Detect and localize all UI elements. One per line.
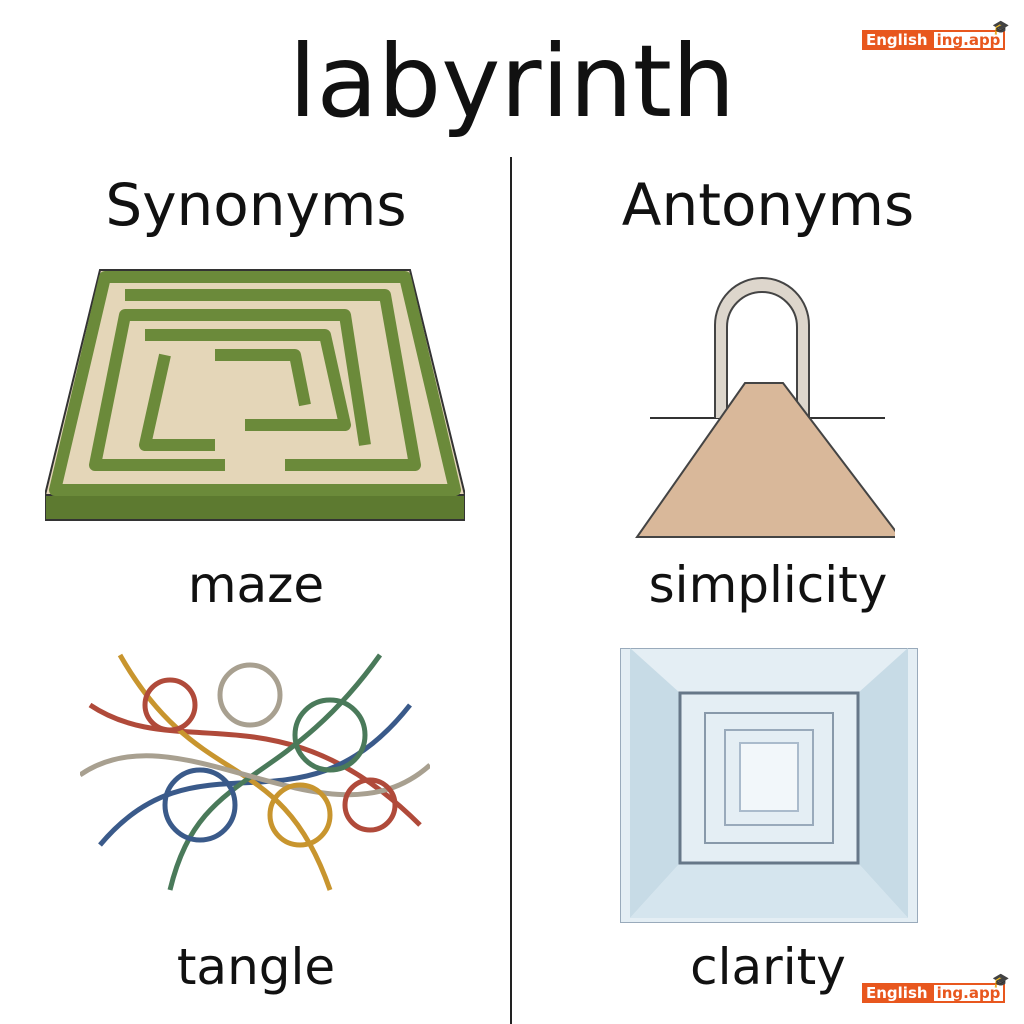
antonym-clarity: clarity bbox=[690, 938, 846, 996]
synonym-tangle: tangle bbox=[176, 938, 336, 996]
antonyms-heading: Antonyms bbox=[621, 171, 915, 239]
synonym-maze: maze bbox=[187, 556, 325, 614]
antonym-simplicity: simplicity bbox=[648, 556, 888, 614]
arch-path-illustration bbox=[635, 277, 895, 538]
tangle-illustration bbox=[80, 653, 430, 891]
page-title: labyrinth bbox=[288, 23, 736, 140]
column-divider bbox=[510, 157, 512, 1024]
synonyms-heading: Synonyms bbox=[105, 171, 407, 239]
graduation-cap-icon: 🎓 bbox=[991, 20, 1010, 36]
maze-illustration bbox=[45, 269, 465, 521]
graduation-cap-icon: 🎓 bbox=[991, 973, 1010, 989]
corridor-illustration bbox=[620, 648, 918, 923]
